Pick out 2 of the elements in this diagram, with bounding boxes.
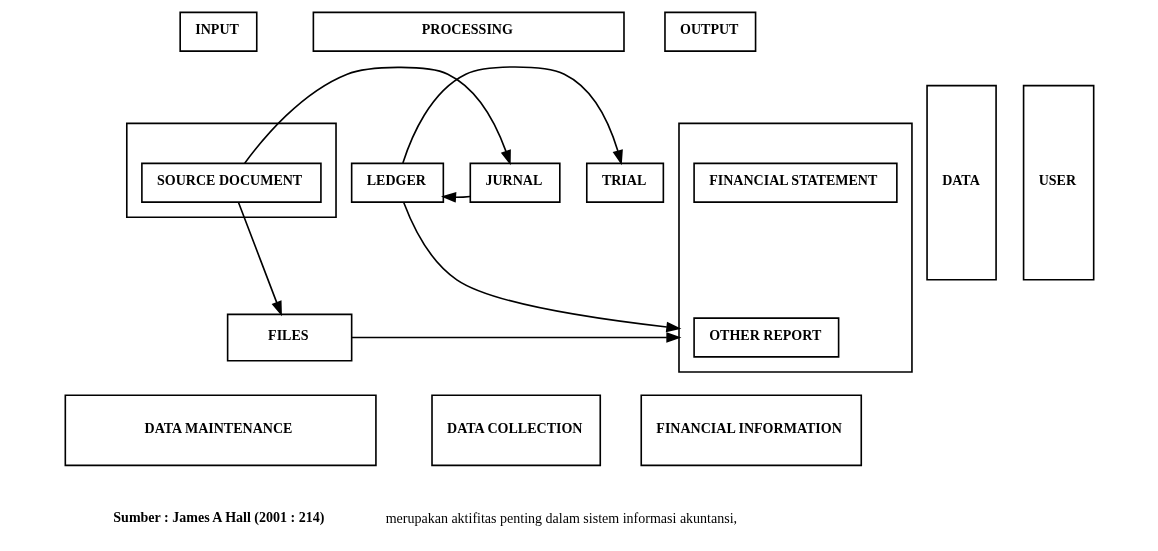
label: Sumber : James A Hall (2001 : 214)	[112, 509, 324, 525]
label: merupakan aktifitas penting dalam sistem informasi akuntansi,	[385, 510, 737, 526]
